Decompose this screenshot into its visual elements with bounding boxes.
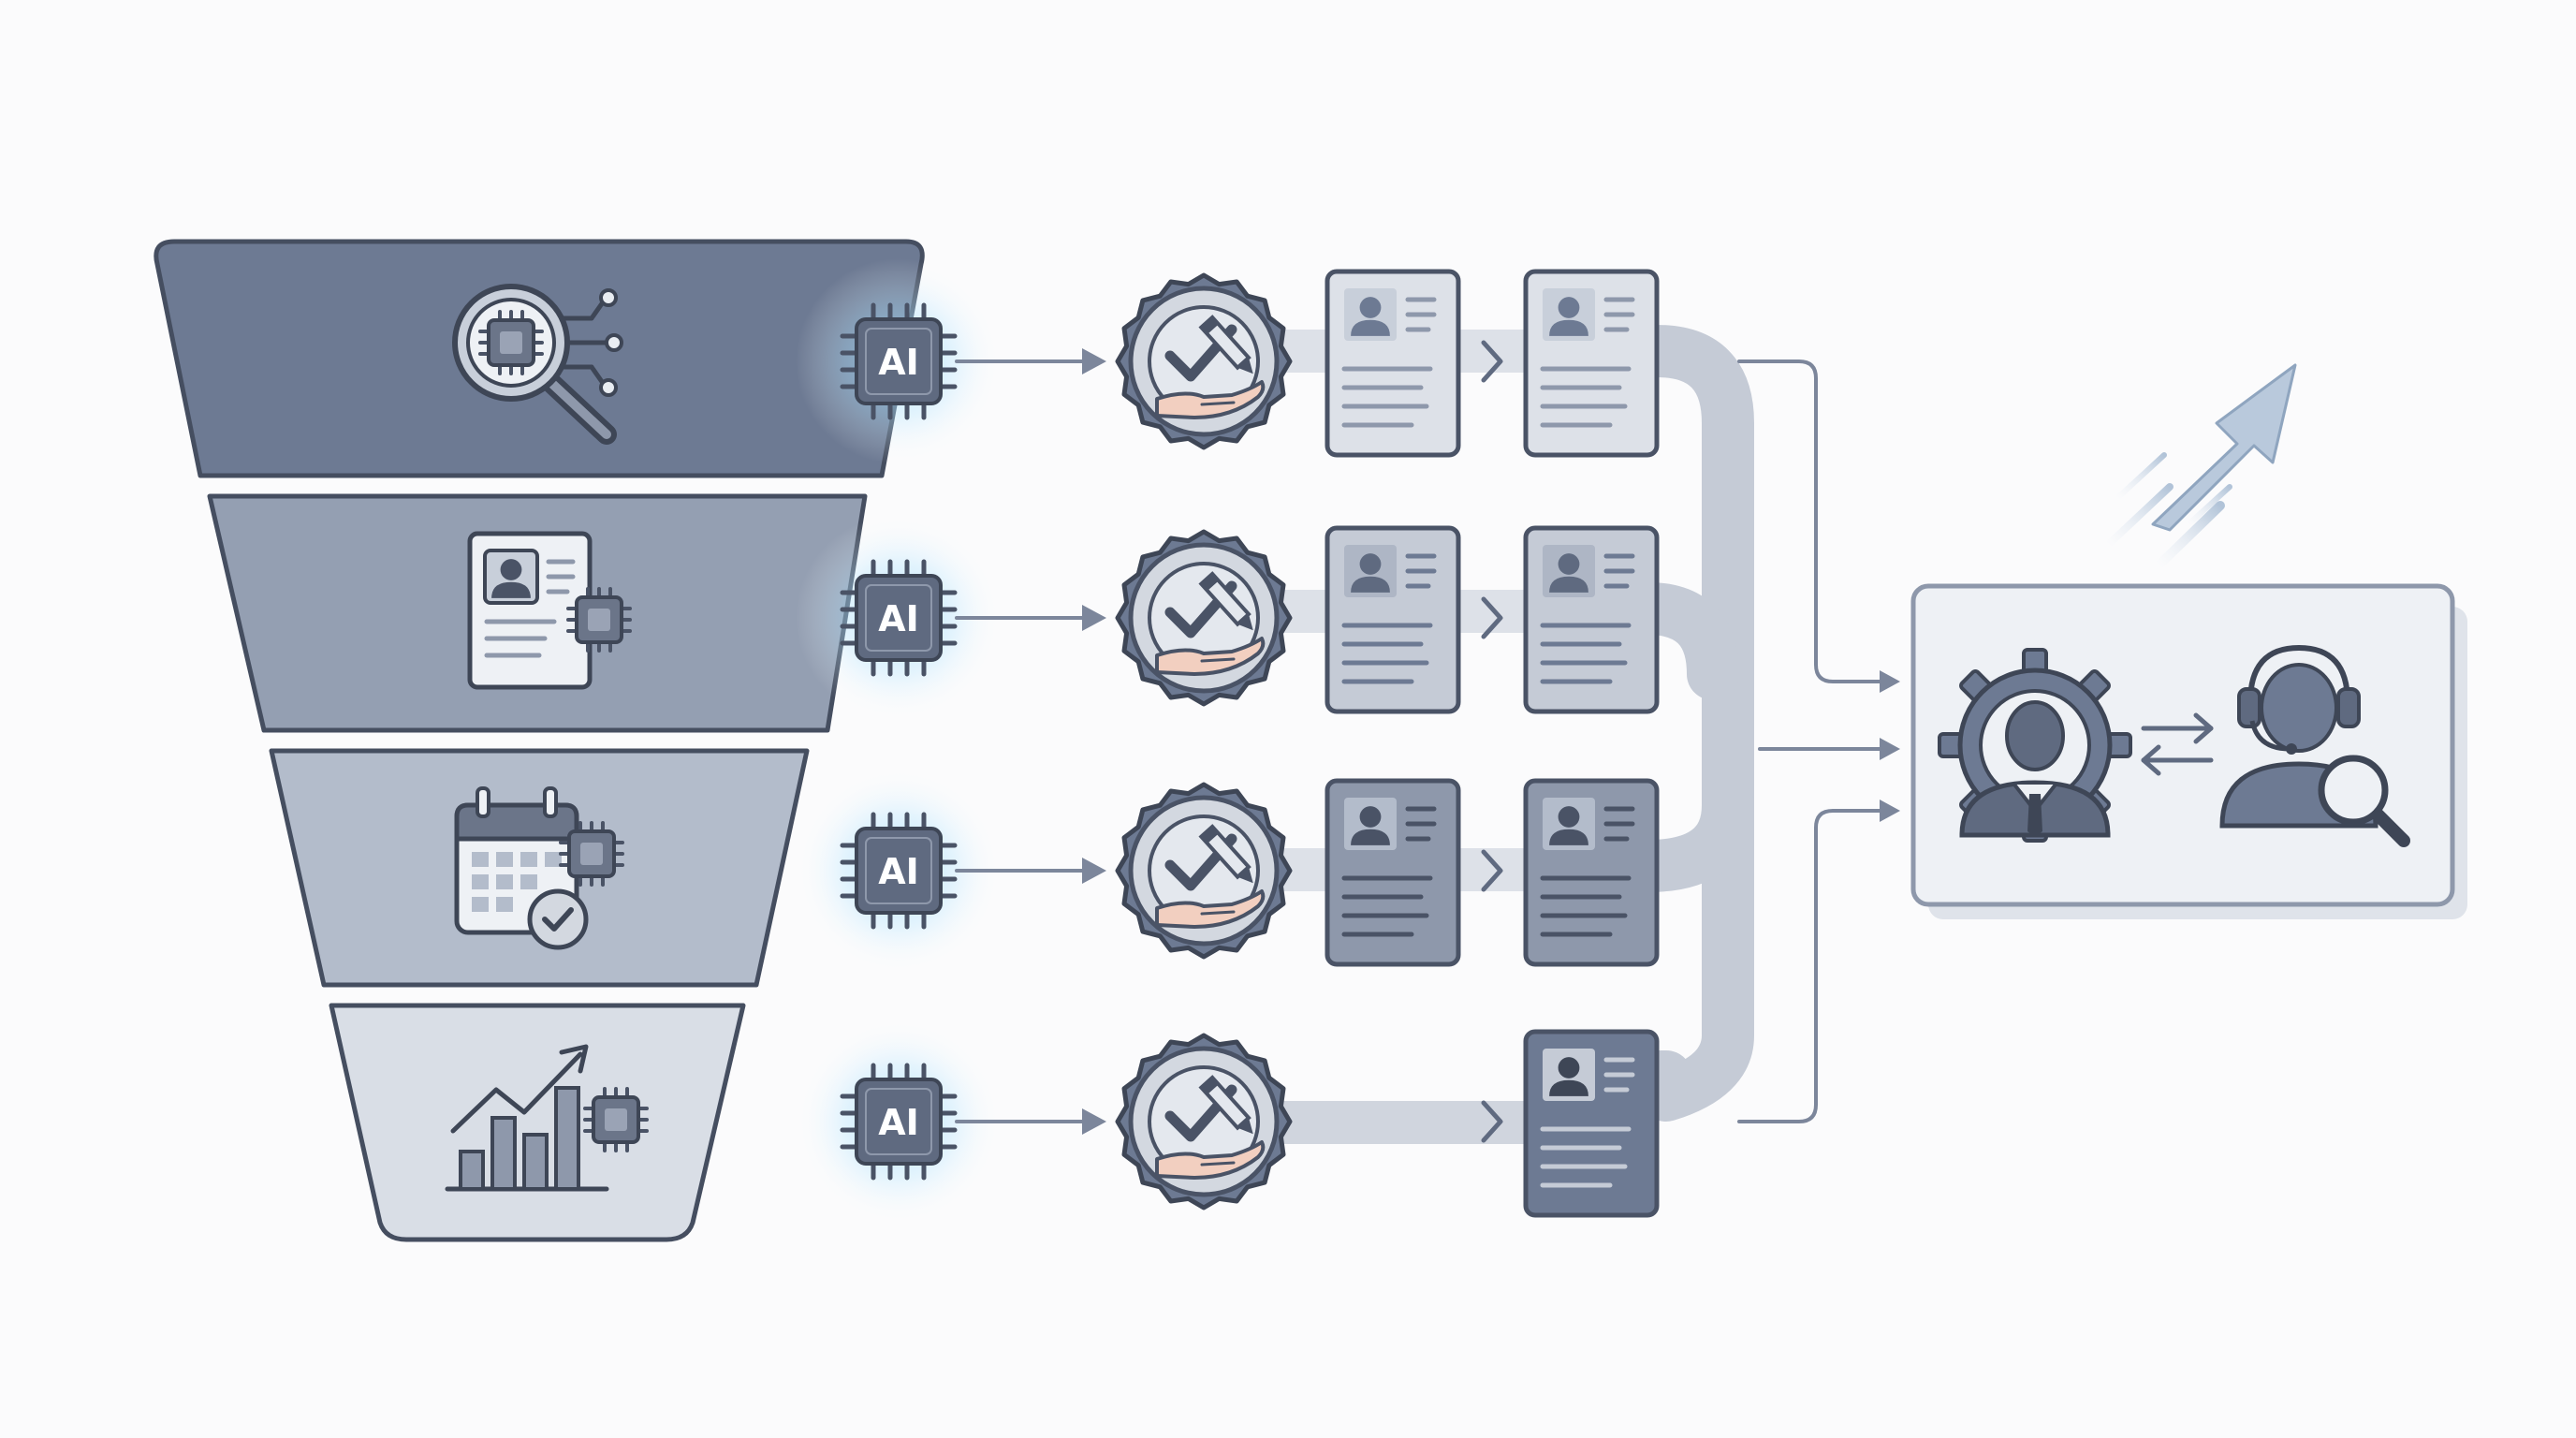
rows: AI AI AI AI bbox=[796, 258, 1660, 1225]
resume-card bbox=[1523, 269, 1660, 458]
resume-chip-icon bbox=[467, 531, 632, 690]
approval-badge-icon bbox=[1115, 529, 1293, 707]
funnel-tier-4 bbox=[329, 1003, 746, 1242]
flow-arrowhead bbox=[1082, 348, 1106, 374]
ai-chip-label: AI bbox=[878, 1102, 919, 1143]
ai-chip-icon: AI bbox=[842, 562, 955, 674]
upward-arrow-icon bbox=[2104, 363, 2297, 570]
calendar-check-chip-icon bbox=[454, 786, 624, 950]
flow-lines bbox=[1737, 360, 1883, 1123]
row-3: AI bbox=[796, 768, 1660, 974]
ai-chip-icon: AI bbox=[842, 814, 955, 927]
result-panel bbox=[1910, 583, 2467, 919]
candidate-headset-search-icon bbox=[2219, 644, 2410, 847]
row-1: AI bbox=[796, 258, 1660, 464]
resume-card bbox=[1325, 269, 1461, 458]
ai-chip-label: AI bbox=[878, 342, 919, 383]
resume-card bbox=[1523, 525, 1660, 714]
resume-card bbox=[1523, 778, 1660, 967]
swap-arrows-icon bbox=[2141, 712, 2214, 776]
recruiter-gear-icon bbox=[1938, 648, 2132, 843]
ai-chip-icon: AI bbox=[842, 1065, 955, 1178]
connector-pipes bbox=[1565, 325, 1754, 1122]
resume-card bbox=[1325, 778, 1461, 967]
approval-badge-icon bbox=[1115, 782, 1293, 960]
ai-chip-icon: AI bbox=[842, 305, 955, 418]
flow-arrowheads bbox=[1880, 670, 1900, 822]
growth-chart-chip-icon bbox=[445, 1044, 649, 1192]
flow-arrowhead bbox=[1082, 605, 1106, 631]
ai-chip-label: AI bbox=[878, 598, 919, 639]
approval-badge-icon bbox=[1115, 272, 1293, 450]
approval-badge-icon bbox=[1115, 1033, 1293, 1211]
resume-card bbox=[1325, 525, 1461, 714]
ai-chip-label: AI bbox=[878, 851, 919, 892]
row-2: AI bbox=[796, 515, 1660, 721]
flow-arrowhead bbox=[1082, 1108, 1106, 1135]
row-4: AI bbox=[796, 1019, 1660, 1225]
funnel bbox=[154, 239, 925, 1242]
flow-arrowhead bbox=[1082, 858, 1106, 884]
resume-card bbox=[1523, 1029, 1660, 1218]
magnifier-chip-icon bbox=[452, 284, 623, 445]
